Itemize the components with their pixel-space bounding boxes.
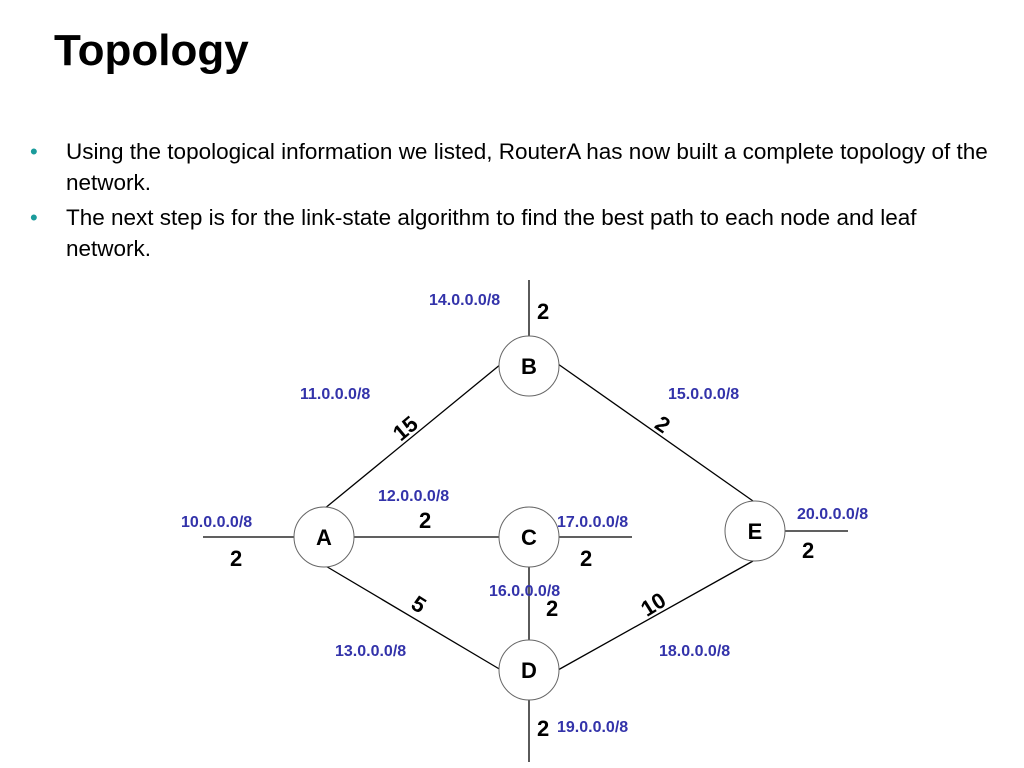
link-a-d	[323, 564, 502, 671]
router-b-label: B	[521, 354, 537, 379]
router-c-circle	[498, 506, 560, 568]
slide-title: Topology	[54, 26, 249, 75]
network-label-b-e: 15.0.0.0/8	[668, 386, 739, 403]
router-d-label: D	[521, 658, 537, 683]
cost-label-c-d: 2	[546, 596, 558, 621]
bullet-dot-icon: •	[30, 205, 38, 230]
bullet-item: • The next step is for the link-state al…	[30, 202, 1000, 264]
router-e-circle	[724, 500, 786, 562]
cost-label-d-e: 10	[636, 587, 670, 621]
router-a-label: A	[316, 525, 332, 550]
router-a: A	[293, 506, 355, 568]
router-c: C	[498, 506, 560, 568]
cost-label-a-d: 5	[407, 591, 431, 619]
router-d: D	[498, 639, 560, 701]
cost-label-d-stub: 2	[537, 716, 549, 741]
cost-label-a-stub: 2	[230, 546, 242, 571]
bullet-item: • Using the topological information we l…	[30, 136, 1000, 198]
link-a-b	[323, 363, 502, 510]
network-label-d-e: 18.0.0.0/8	[659, 643, 730, 660]
bullet-list: • Using the topological information we l…	[30, 136, 1000, 268]
router-d-circle	[498, 639, 560, 701]
router-b-circle	[498, 335, 560, 397]
cost-label-b-stub: 2	[537, 299, 549, 324]
cost-label-a-c: 2	[419, 508, 431, 533]
link-d-e	[557, 560, 754, 671]
router-e: E	[724, 500, 786, 562]
cost-label-a-b: 15	[388, 411, 423, 446]
bullet-dot-icon: •	[30, 139, 38, 164]
link-b-e	[557, 363, 754, 502]
cost-label-b-e: 2	[651, 411, 675, 439]
bullet-text: Using the topological information we lis…	[66, 139, 988, 195]
bullet-text: The next step is for the link-state algo…	[66, 205, 917, 261]
network-label-d-stub: 19.0.0.0/8	[557, 719, 628, 736]
network-label-a-b: 11.0.0.0/8	[300, 386, 370, 403]
router-e-label: E	[748, 519, 763, 544]
network-label-e-stub: 20.0.0.0/8	[797, 506, 868, 523]
router-a-circle	[293, 506, 355, 568]
network-label-c-d: 16.0.0.0/8	[489, 583, 560, 600]
cost-label-e-stub: 2	[802, 538, 814, 563]
router-b: B	[498, 335, 560, 397]
network-label-b-stub: 14.0.0.0/8	[429, 292, 500, 309]
router-c-label: C	[521, 525, 537, 550]
network-label-c-stub: 17.0.0.0/8	[557, 514, 628, 531]
network-label-a-c: 12.0.0.0/8	[378, 488, 449, 505]
network-label-a-d: 13.0.0.0/8	[335, 643, 406, 660]
cost-label-c-stub: 2	[580, 546, 592, 571]
network-label-a-stub: 10.0.0.0/8	[181, 514, 252, 531]
